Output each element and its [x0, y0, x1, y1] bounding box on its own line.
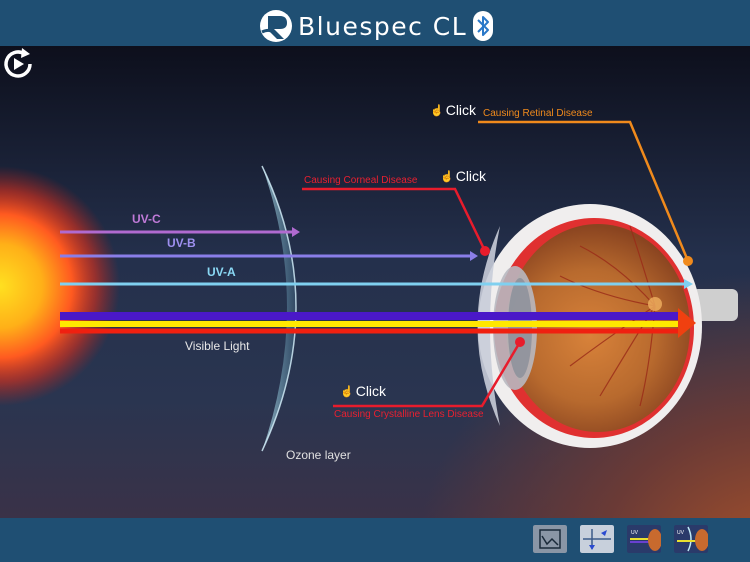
eye-diagram: UV-C UV-B UV-A Visible Light Ozone layer… [0, 46, 750, 518]
graph-icon[interactable] [533, 525, 567, 553]
top-bar: Bluespec CL [0, 0, 750, 46]
brand: Bluespec CL [258, 8, 494, 44]
replay-icon[interactable] [0, 46, 36, 82]
sun [0, 46, 150, 518]
logo-icon [260, 10, 292, 42]
uva-label: UV-A [207, 265, 236, 279]
bottom-toolbar: UV UV [0, 518, 750, 562]
ozone-layer-label: Ozone layer [286, 448, 351, 462]
hand-pointer-icon: ☝ [340, 385, 354, 398]
retinal-disease-label: Causing Retinal Disease [483, 108, 593, 119]
lens-disease-label: Causing Crystalline Lens Disease [334, 409, 484, 420]
uv-lens-icon[interactable]: UV [674, 525, 708, 553]
uv-eye-icon[interactable]: UV [627, 525, 661, 553]
app-title: Bluespec CL [298, 11, 468, 41]
diagram-graphics [0, 46, 738, 518]
corneal-disease-label: Causing Corneal Disease [304, 175, 418, 186]
lens-click-button[interactable]: ☝ Click [340, 383, 386, 399]
corneal-callout-line [302, 187, 487, 252]
optic-nerve [692, 289, 738, 321]
click-label: Click [355, 383, 387, 399]
retinal-callout-line [478, 120, 690, 262]
lens-callout-line [333, 341, 522, 408]
hand-pointer-icon: ☝ [430, 104, 444, 117]
uvc-label: UV-C [132, 212, 161, 226]
bluetooth-icon [473, 11, 494, 41]
svg-text:UV: UV [631, 530, 639, 536]
visible-light-label: Visible Light [185, 339, 250, 353]
corneal-click-button[interactable]: ☝ Click [440, 168, 486, 184]
svg-text:UV: UV [677, 530, 685, 536]
uvb-label: UV-B [167, 236, 196, 250]
click-label: Click [455, 168, 487, 184]
corneal-marker [480, 246, 490, 256]
retinal-marker [683, 256, 693, 266]
hand-pointer-icon: ☝ [440, 170, 454, 183]
click-label: Click [445, 102, 477, 118]
retinal-click-button[interactable]: ☝ Click [430, 102, 476, 118]
transmission-icon[interactable] [580, 525, 614, 553]
lens-marker [515, 337, 525, 347]
